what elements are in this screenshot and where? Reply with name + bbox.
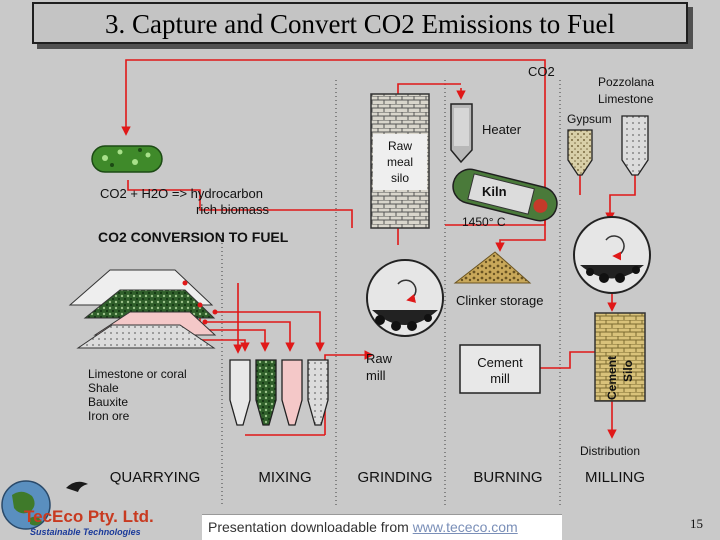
- mixing-hoppers: [229, 359, 329, 426]
- stage-separators: [221, 80, 561, 505]
- limestone-bin: [621, 115, 649, 176]
- logo-tagline: Sustainable Technologies: [30, 527, 141, 537]
- raw-meal-label-1: Raw: [388, 139, 412, 153]
- co2-top-label: CO2: [528, 64, 555, 79]
- cement-silo-label-2: Silo: [621, 360, 635, 382]
- quarry-layers: [68, 269, 218, 349]
- raw-mill-label-1: Raw: [366, 351, 393, 366]
- kiln: [452, 168, 558, 222]
- heater-label: Heater: [482, 122, 522, 137]
- stage-label-milling: MILLING: [585, 469, 645, 486]
- conversion-label: CO2 CONVERSION TO FUEL: [98, 229, 289, 245]
- cement-mill-drum: [573, 216, 651, 294]
- raw-meal-label-3: silo: [391, 171, 409, 185]
- cement-mill-label-2: mill: [490, 371, 510, 386]
- logo-company: TecEco Pty. Ltd.: [24, 507, 154, 526]
- materials-label-1: Limestone or coral: [88, 367, 187, 381]
- cement-mill-to-silo: [540, 351, 595, 369]
- raw-mill-label-2: mill: [366, 368, 386, 383]
- kiln-label: Kiln: [482, 184, 507, 199]
- raw-mill-drum: [366, 259, 444, 337]
- quarry-to-mixer-4: [215, 311, 325, 352]
- clinker-pile: [453, 251, 532, 284]
- footer-link[interactable]: www.tececo.com: [412, 519, 518, 535]
- raw-meal-silo: [370, 93, 430, 229]
- algae-to-conversion: [127, 180, 353, 228]
- co2-source-arrow: [445, 78, 546, 226]
- raw-meal-label-2: meal: [387, 155, 413, 169]
- heater: [450, 103, 473, 164]
- stage-label-mixing: MIXING: [258, 469, 311, 486]
- gypsum-label: Gypsum: [567, 112, 612, 126]
- kiln-temp-label: 1450° C: [462, 215, 506, 229]
- pozzolana-label: Pozzolana: [598, 75, 654, 89]
- materials-label-2: Shale: [88, 381, 119, 395]
- stage-label-grinding: GRINDING: [358, 469, 433, 486]
- quarry-to-mixer-3: [205, 321, 295, 352]
- gypsum-bin: [567, 129, 593, 176]
- stage-label-quarrying: QUARRYING: [110, 469, 201, 486]
- hopper-4: [307, 359, 329, 426]
- distribution-label: Distribution: [580, 444, 640, 458]
- title-box: 3. Capture and Convert CO2 Emissions to …: [32, 2, 688, 44]
- stage-label-burning: BURNING: [473, 469, 542, 486]
- cement-mill-label-1: Cement: [477, 355, 523, 370]
- grinding-feed: [324, 350, 374, 435]
- cement-silo-label-1: Cement: [605, 356, 619, 400]
- bird-icon: [66, 481, 88, 492]
- page-number: 15: [690, 516, 703, 531]
- hopper-2: [255, 359, 277, 426]
- cement-mill-box: [459, 344, 541, 394]
- materials-label-4: Iron ore: [88, 409, 130, 423]
- limestone-top-label: Limestone: [598, 92, 654, 106]
- algae-biomass: [91, 145, 163, 173]
- hopper-1: [229, 359, 251, 426]
- footer-text: Presentation downloadable from www.tecec…: [208, 519, 518, 535]
- slide-title: 3. Capture and Convert CO2 Emissions to …: [105, 9, 615, 39]
- footer-prefix: Presentation downloadable from: [208, 519, 413, 535]
- co2-return-arrow: [121, 59, 546, 136]
- footer-box: Presentation downloadable from www.tecec…: [202, 514, 562, 540]
- reaction-label-2: rich biomass: [196, 202, 269, 217]
- reaction-label-1: CO2 + H2O => hydrocarbon: [100, 186, 263, 201]
- hopper-3: [281, 359, 303, 426]
- gypsum-to-mill-arrow: [605, 172, 636, 222]
- cement-silo: [594, 312, 646, 402]
- materials-label-3: Bauxite: [88, 395, 128, 409]
- clinker-storage-label: Clinker storage: [456, 293, 543, 308]
- tececo-logo: TecEco Pty. Ltd. Sustainable Technologie…: [1, 480, 154, 537]
